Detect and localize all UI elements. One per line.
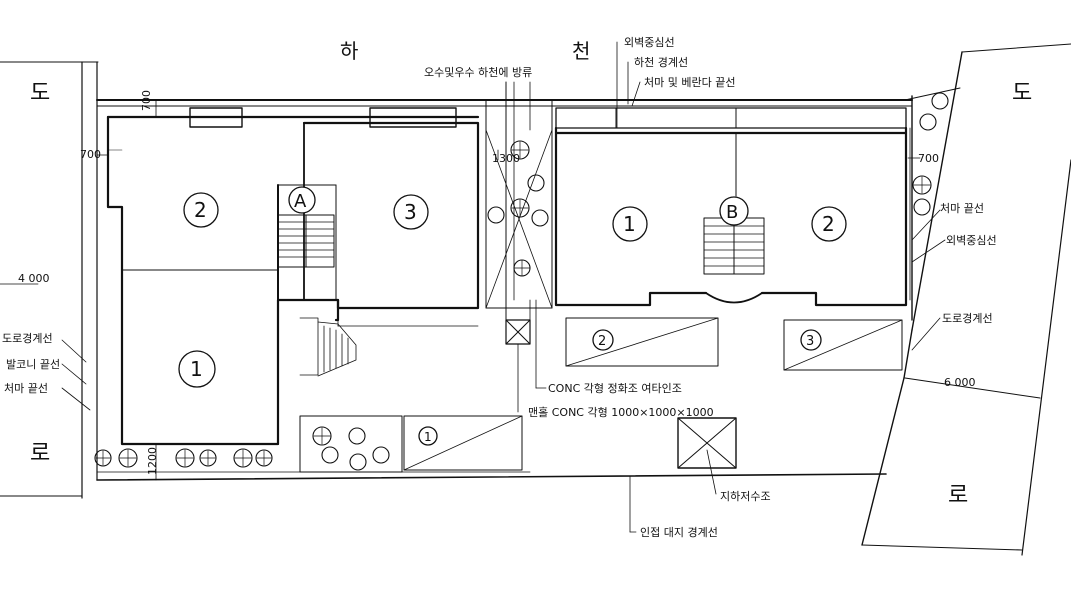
stair-a-marker xyxy=(288,186,316,214)
road-right-top-label: 도 xyxy=(1012,81,1032,106)
stair-a xyxy=(277,214,335,268)
river-ha-label: 하 xyxy=(340,39,358,63)
room-left-1: 1 xyxy=(190,357,203,381)
room-right-1: 1 xyxy=(623,212,636,236)
road-left-top-label: 도 xyxy=(30,81,50,106)
building-b xyxy=(554,107,911,307)
sewage-discharge-label: 오수및우수 하천에 방류 xyxy=(424,65,532,79)
dimension-marks xyxy=(96,99,921,481)
outer-wall-right-label: 외벽중심선 xyxy=(946,234,997,247)
groundwater-tank xyxy=(677,417,737,469)
balcony-end-left-label: 발코니 끝선 xyxy=(6,358,60,371)
road-boundary-left-label: 도로경계선 xyxy=(2,332,53,345)
eave-end-left-label: 처마 끝선 xyxy=(4,382,48,395)
groundwater-tank-label: 지하저수조 xyxy=(720,489,771,503)
entry-steps-a xyxy=(299,315,479,377)
road-right-bottom-label: 로 xyxy=(948,483,968,508)
dim-1200: 1200 xyxy=(146,447,159,475)
dim-700-top: 700 xyxy=(140,90,153,111)
river-cheon-label: 천 xyxy=(572,39,590,63)
parking-1-number: 1 xyxy=(424,430,432,444)
manhole-label: 맨홀 CONC 각형 1000×1000×1000 xyxy=(528,406,714,419)
eave-balcony-line-label: 처마 및 베란다 끝선 xyxy=(644,76,735,89)
stair-b-marker xyxy=(719,196,749,226)
dim-1300: 1300 xyxy=(492,152,520,165)
dim-700-left: 700 xyxy=(80,148,101,161)
septic-tank xyxy=(505,319,531,345)
room-right-2: 2 xyxy=(822,212,835,236)
river-boundary-label: 하천 경계선 xyxy=(634,55,688,69)
dim-700-right: 700 xyxy=(918,152,939,165)
parking-3-number: 3 xyxy=(806,334,814,349)
dim-6000: 6 000 xyxy=(944,376,976,389)
left-road-boundary xyxy=(0,61,99,499)
room-left-3: 3 xyxy=(404,200,417,224)
building-a xyxy=(106,107,480,473)
septic-tank-label: CONC 각형 정화조 여타인조 xyxy=(548,382,682,395)
trees xyxy=(94,92,949,471)
eave-end-right-label: 처마 끝선 xyxy=(940,202,984,215)
stair-b xyxy=(703,217,765,275)
room-markers: 2 3 1 1 2 2 3 1 xyxy=(178,192,847,446)
parking-space-1 xyxy=(403,415,523,471)
leader-lines xyxy=(0,41,946,533)
outer-wall-line-label: 외벽중심선 xyxy=(624,36,675,49)
parking-space-3 xyxy=(783,319,903,371)
road-left-bottom-label: 로 xyxy=(30,441,50,466)
stair-b-label: B xyxy=(726,202,738,223)
road-boundary-label: 도로경계선 xyxy=(942,312,993,325)
adjacent-boundary-label: 인접 대지 경계선 xyxy=(640,526,718,539)
parking-space-2 xyxy=(565,317,719,367)
room-left-2: 2 xyxy=(194,198,207,222)
middle-garden-strip xyxy=(485,81,553,331)
right-road-boundary xyxy=(861,43,1071,556)
stair-a-label: A xyxy=(294,191,307,212)
dim-4000: 4 000 xyxy=(18,272,50,285)
parking-2-number: 2 xyxy=(598,334,606,349)
